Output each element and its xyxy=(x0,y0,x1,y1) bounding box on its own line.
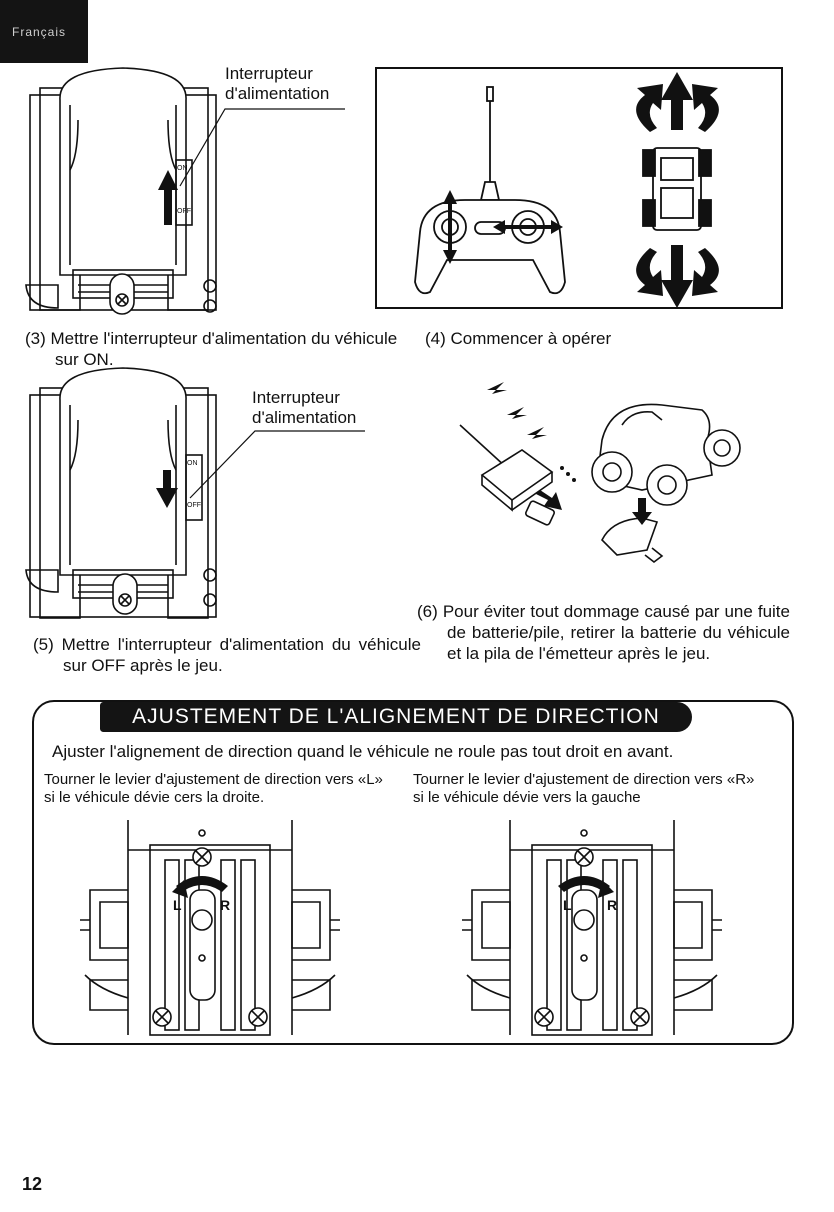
page-number: 12 xyxy=(22,1174,43,1194)
steering-trim-diagram-right xyxy=(462,820,722,1036)
lever-right-mark: R xyxy=(220,897,231,913)
switch-on-marking: ON xyxy=(187,460,198,467)
power-switch-callout: Interrupteur d'alimentation xyxy=(252,388,357,427)
lever-right-mark: R xyxy=(607,897,618,913)
alignment-intro: Ajuster l'alignement de direction quand … xyxy=(52,742,674,761)
lever-left-mark: L xyxy=(563,897,572,913)
battery-removal-illustration xyxy=(459,382,741,564)
switch-off-marking: OFF xyxy=(187,502,201,509)
chassis-power-on-illustration xyxy=(25,67,217,315)
step5-caption: (5) Mettre l'interrupteur d'alimentation… xyxy=(33,635,421,675)
alignment-section-box xyxy=(32,700,794,1045)
alignment-section-title: AJUSTEMENT DE L'ALIGNEMENT DE DIRECTION xyxy=(100,702,692,732)
callout-line xyxy=(179,108,345,187)
callout-line xyxy=(189,430,365,499)
right-instruction: Tourner le levier d'ajustement de direct… xyxy=(413,771,755,806)
language-tab: Français xyxy=(0,0,88,63)
step4-caption: (4) Commencer à opérer xyxy=(425,329,612,348)
transmitter-controls-illustration xyxy=(414,86,566,295)
chassis-power-off-illustration xyxy=(25,367,217,619)
lever-left-mark: L xyxy=(173,897,182,913)
power-switch-callout: Interrupteur d'alimentation xyxy=(225,64,330,103)
step6-caption: (6) Pour éviter tout dommage causé par u… xyxy=(417,602,790,663)
steering-trim-diagram-left xyxy=(80,820,340,1036)
switch-off-marking: OFF xyxy=(177,208,191,215)
vehicle-direction-illustration xyxy=(636,72,719,308)
step3-caption: (3) Mettre l'interrupteur d'alimentation… xyxy=(25,329,398,369)
left-instruction: Tourner le levier d'ajustement de direct… xyxy=(44,771,383,806)
switch-on-marking: ON xyxy=(177,165,188,172)
